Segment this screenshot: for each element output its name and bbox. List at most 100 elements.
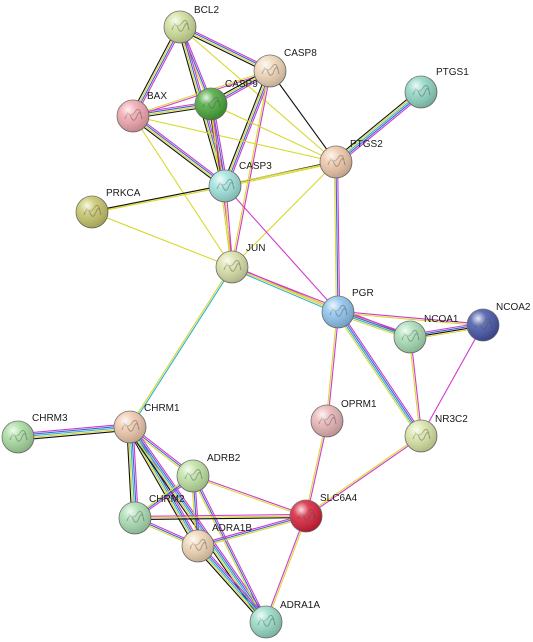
node-pgr[interactable]: PGR bbox=[321, 288, 374, 329]
node-label: NCOA1 bbox=[424, 314, 459, 325]
edge-strand bbox=[179, 27, 270, 73]
node-gloss bbox=[311, 405, 343, 437]
node-adra1b[interactable]: ADRA1B bbox=[181, 523, 252, 563]
node-label: PRKCA bbox=[106, 188, 141, 199]
node-label: CHRM3 bbox=[32, 413, 68, 424]
node-adrb2[interactable]: ADRB2 bbox=[176, 453, 241, 493]
edge-adra1b-adra1a bbox=[195, 543, 269, 625]
node-gloss bbox=[209, 170, 241, 202]
node-gloss bbox=[119, 502, 151, 534]
edge-strand bbox=[335, 161, 339, 313]
edge-strand bbox=[197, 545, 267, 623]
edge-bcl2-casp8 bbox=[178, 24, 272, 74]
node-jun[interactable]: JUN bbox=[215, 243, 265, 284]
node-bcl2[interactable]: BCL2 bbox=[163, 5, 219, 44]
edge-strand bbox=[18, 428, 131, 440]
edge-strand bbox=[193, 474, 307, 516]
edge-bax-casp3 bbox=[131, 113, 227, 189]
node-gloss bbox=[117, 100, 149, 132]
edge-strand bbox=[130, 25, 179, 116]
node-gloss bbox=[177, 460, 209, 492]
edge-strand bbox=[130, 425, 268, 622]
node-adra1a[interactable]: ADRA1A bbox=[249, 600, 320, 639]
edge-strand bbox=[230, 70, 270, 267]
edge-strand bbox=[334, 90, 421, 162]
edge-strand bbox=[126, 428, 196, 548]
edge-strand bbox=[197, 513, 306, 545]
node-label: CHRM1 bbox=[144, 403, 180, 414]
node-chrm1[interactable]: CHRM1 bbox=[113, 403, 180, 444]
edge-bcl2-bax bbox=[130, 25, 183, 118]
edge-strand bbox=[231, 161, 337, 268]
edge-strand bbox=[193, 475, 268, 622]
edge-strand bbox=[337, 161, 341, 312]
edge-casp3-prkca bbox=[91, 184, 226, 214]
node-gloss bbox=[254, 55, 286, 87]
node-oprm1[interactable]: OPRM1 bbox=[310, 399, 377, 438]
node-gloss bbox=[164, 11, 196, 43]
node-ncoa2[interactable]: NCOA2 bbox=[466, 302, 531, 342]
edge-strand bbox=[192, 475, 267, 623]
node-label: PGR bbox=[352, 288, 374, 299]
edge-ptgs1-ptgs2 bbox=[333, 89, 424, 165]
edge-strand bbox=[133, 27, 182, 117]
edge-strand bbox=[199, 543, 269, 621]
node-label: ADRA1A bbox=[280, 600, 320, 611]
edge-prkca-jun bbox=[91, 211, 233, 268]
edge-strand bbox=[17, 426, 131, 438]
node-ptgs2[interactable]: PTGS2 bbox=[319, 139, 383, 179]
edge-strand bbox=[128, 266, 232, 427]
edge-strand bbox=[195, 547, 265, 625]
edge-strand bbox=[338, 311, 423, 436]
node-prkca[interactable]: PRKCA bbox=[75, 188, 141, 229]
edge-strand bbox=[18, 429, 131, 441]
node-slc6a4[interactable]: SLC6A4 bbox=[289, 493, 358, 533]
edge-strand bbox=[336, 92, 423, 164]
edge-strand bbox=[231, 267, 338, 314]
edge-strand bbox=[333, 162, 337, 313]
node-label: CHRM2 bbox=[149, 494, 185, 505]
edge-strand bbox=[338, 310, 484, 325]
edge-strand bbox=[191, 476, 266, 623]
edge-bax-ptgs2 bbox=[132, 115, 337, 163]
edge-strand bbox=[17, 423, 130, 435]
node-ncoa1[interactable]: NCOA1 bbox=[393, 314, 459, 354]
edge-strand bbox=[132, 116, 225, 188]
edge-strand bbox=[198, 517, 307, 549]
node-ptgs1[interactable]: PTGS1 bbox=[404, 67, 469, 109]
node-chrm3[interactable]: CHRM3 bbox=[1, 413, 68, 454]
edge-strand bbox=[131, 26, 180, 116]
edge-strand bbox=[339, 310, 424, 435]
edge-strand bbox=[210, 103, 337, 163]
edge-strand bbox=[132, 115, 337, 163]
node-nr3c2[interactable]: NR3C2 bbox=[404, 414, 468, 453]
node-gloss bbox=[216, 251, 248, 283]
node-label: CASP8 bbox=[284, 48, 317, 59]
edge-strand bbox=[197, 515, 307, 547]
edge-adra1a-slc6a4 bbox=[264, 515, 308, 623]
node-gloss bbox=[182, 530, 214, 562]
edge-strand bbox=[135, 517, 307, 521]
node-label: CASP3 bbox=[239, 161, 272, 172]
node-label: CASP9 bbox=[225, 79, 258, 90]
edge-strand bbox=[134, 515, 307, 519]
edge-bax-jun bbox=[132, 115, 233, 268]
edge-adrb2-slc6a4 bbox=[192, 474, 307, 518]
node-label: OPRM1 bbox=[341, 399, 377, 410]
node-label: BCL2 bbox=[194, 5, 219, 16]
edge-ncoa1-nr3c2 bbox=[408, 336, 423, 437]
node-casp9[interactable]: CASP9 bbox=[194, 79, 258, 121]
edge-strand bbox=[327, 312, 340, 422]
node-casp8[interactable]: CASP8 bbox=[253, 48, 317, 88]
node-gloss bbox=[394, 321, 426, 353]
edge-strand bbox=[132, 424, 270, 621]
node-casp3[interactable]: CASP3 bbox=[208, 161, 272, 203]
edge-strand bbox=[134, 27, 183, 118]
edge-strand bbox=[178, 28, 270, 74]
node-bax[interactable]: BAX bbox=[116, 91, 167, 133]
edge-casp8-jun bbox=[230, 70, 272, 268]
node-gloss bbox=[76, 196, 108, 228]
edge-strand bbox=[269, 70, 337, 163]
edge-strand bbox=[232, 71, 272, 268]
node-chrm2[interactable]: CHRM2 bbox=[118, 494, 185, 535]
